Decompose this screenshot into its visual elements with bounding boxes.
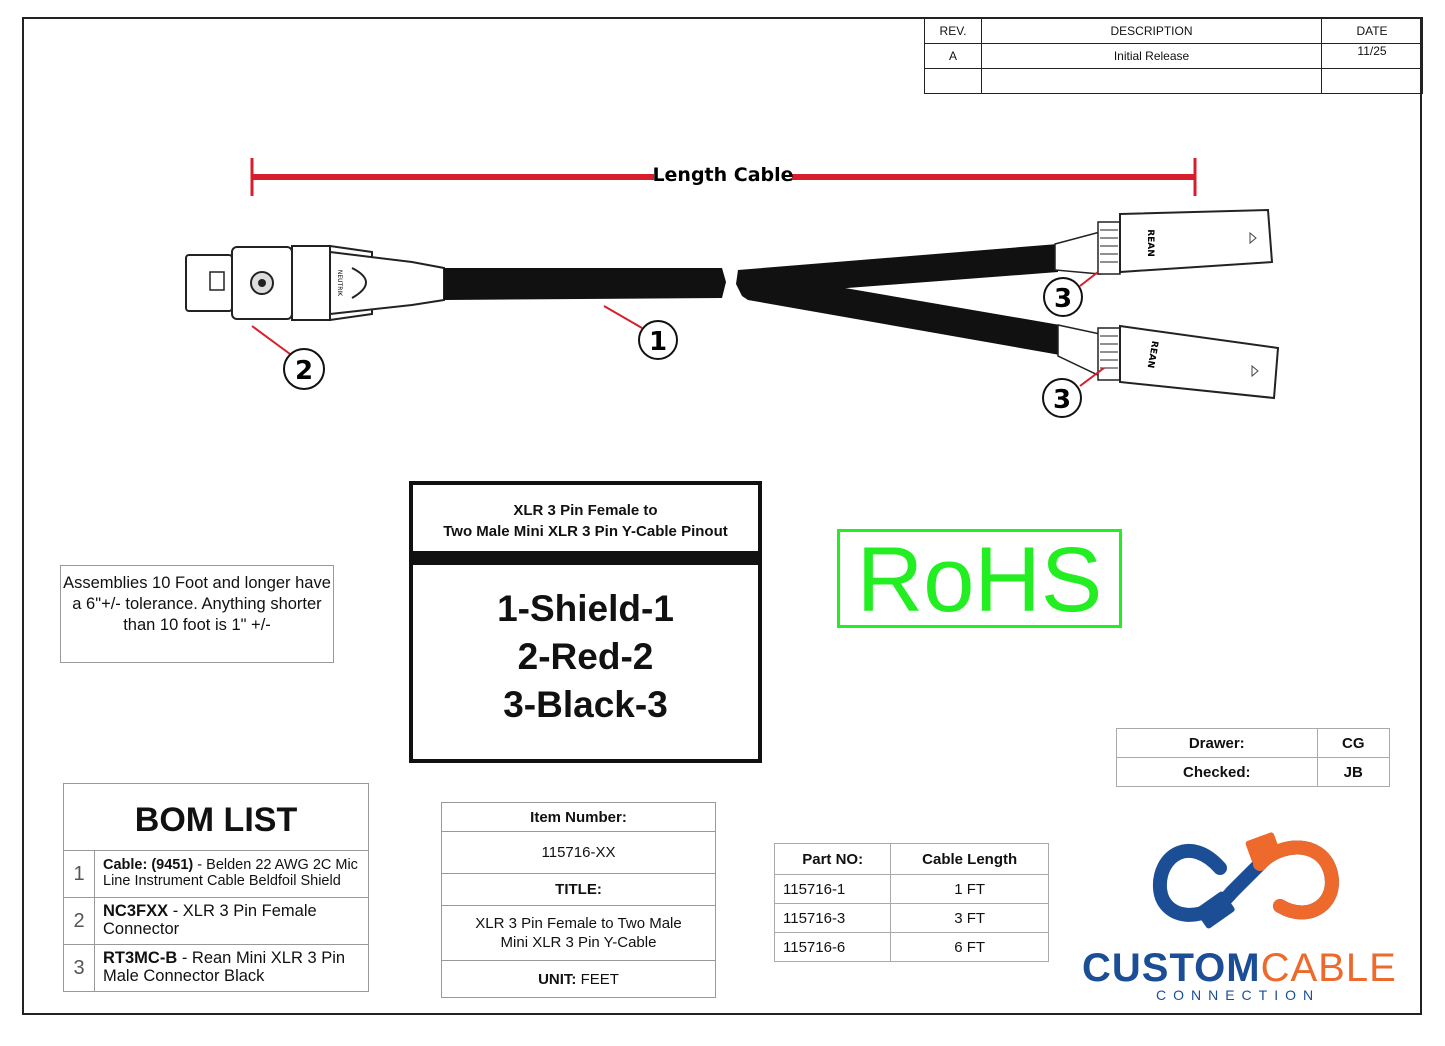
bom-title: BOM LIST bbox=[64, 784, 368, 851]
part-no: 115716-6 bbox=[773, 932, 892, 962]
part-number-table: Part NO: Cable Length 115716-1 1 FT 1157… bbox=[773, 843, 1049, 962]
part-no-header: Part NO: bbox=[773, 843, 892, 875]
part-no: 115716-1 bbox=[773, 874, 892, 904]
pinout-line: 1-Shield-1 bbox=[497, 588, 674, 629]
pinout-title: XLR 3 Pin Female to Two Male Mini XLR 3 … bbox=[413, 485, 758, 565]
length-dimension: Length Cable bbox=[250, 158, 1197, 196]
company-logo-icon bbox=[1152, 832, 1339, 929]
rean-label-upper: REAN bbox=[1145, 229, 1155, 257]
pinout-line: 3-Black-3 bbox=[503, 684, 668, 725]
bom-item: 2 NC3FXX - XLR 3 Pin Female Connector bbox=[64, 898, 368, 945]
bom-item: 1 Cable: (9451) - Belden 22 AWG 2C Mic L… bbox=[64, 851, 368, 898]
rev-empty bbox=[924, 68, 982, 94]
bom-item-desc: - XLR 3 Pin Female Connector bbox=[103, 902, 317, 938]
cable-length: 1 FT bbox=[890, 874, 1049, 904]
callout-2: 2 bbox=[283, 348, 325, 390]
callout-3-lower-label: 3 bbox=[1053, 385, 1071, 415]
checked-label: Checked: bbox=[1116, 757, 1318, 787]
bom-item-code: Cable: (9451) bbox=[103, 857, 194, 873]
cable-length-header: Cable Length bbox=[890, 843, 1049, 875]
callout-3-upper-label: 3 bbox=[1054, 284, 1072, 314]
bom-list: BOM LIST 1 Cable: (9451) - Belden 22 AWG… bbox=[63, 783, 369, 992]
signoff-table: Drawer: CG Checked: JB bbox=[1116, 728, 1390, 787]
bom-item-number: 2 bbox=[64, 898, 95, 944]
bom-item: 3 RT3MC-B - Rean Mini XLR 3 Pin Male Con… bbox=[64, 945, 368, 991]
bom-item-desc: - Belden 22 AWG 2C Mic Line Instrument C… bbox=[103, 857, 358, 889]
date-value: 11/25 bbox=[1321, 43, 1423, 69]
revision-table: REV. DESCRIPTION DATE A Initial Release … bbox=[924, 17, 1423, 94]
bom-item-text: RT3MC-B - Rean Mini XLR 3 Pin Male Conne… bbox=[95, 945, 368, 991]
pinout-box: XLR 3 Pin Female to Two Male Mini XLR 3 … bbox=[409, 481, 762, 763]
unit-label: UNIT: bbox=[538, 970, 577, 988]
pinout-line: 2-Red-2 bbox=[517, 636, 654, 677]
logo-word-cable: CABLE bbox=[1260, 946, 1397, 990]
table-row: 115716-3 3 FT bbox=[773, 903, 1049, 933]
split-cable-lower bbox=[742, 282, 1060, 355]
split-cable-upper bbox=[736, 244, 1058, 296]
male-connector-upper: REAN bbox=[1054, 208, 1274, 275]
bom-item-desc: - Rean Mini XLR 3 Pin Male Connector Bla… bbox=[103, 949, 346, 985]
pinout-title-line2: Two Male Mini XLR 3 Pin Y-Cable Pinout bbox=[443, 523, 728, 540]
female-brand-label: NEUTRIK bbox=[336, 270, 343, 297]
bom-item-number: 1 bbox=[64, 851, 95, 897]
description-header: DESCRIPTION bbox=[981, 17, 1322, 44]
title-block: Item Number: 115716-XX TITLE: XLR 3 Pin … bbox=[441, 802, 716, 998]
bom-item-number: 3 bbox=[64, 945, 95, 991]
tolerance-note: Assemblies 10 Foot and longer have a 6"+… bbox=[60, 565, 334, 663]
callout-3-upper: 3 bbox=[1043, 277, 1083, 317]
company-logo-subtitle: CONNECTION bbox=[1156, 987, 1321, 1003]
unit-value: FEET bbox=[576, 970, 619, 988]
drawing-border bbox=[22, 17, 1422, 1015]
main-cable bbox=[444, 268, 726, 300]
bom-item-code: RT3MC-B bbox=[103, 949, 178, 967]
cable-length: 3 FT bbox=[890, 903, 1049, 933]
part-no: 115716-3 bbox=[773, 903, 892, 933]
leader-lines bbox=[251, 271, 1105, 387]
pinout-list: 1-Shield-1 2-Red-2 3-Black-3 bbox=[413, 565, 758, 729]
callout-1-label: 1 bbox=[649, 327, 667, 357]
callout-2-label: 2 bbox=[295, 356, 313, 386]
date-header: DATE bbox=[1321, 17, 1423, 44]
cable-diagram: Length Cable NEUTRIK REAN bbox=[185, 158, 1280, 418]
unit-row: UNIT: FEET bbox=[442, 961, 715, 997]
rean-label-lower: REAN bbox=[1145, 340, 1160, 369]
drawer-label: Drawer: bbox=[1116, 728, 1318, 758]
cable-length: 6 FT bbox=[890, 932, 1049, 962]
title-value: XLR 3 Pin Female to Two Male Mini XLR 3 … bbox=[442, 906, 715, 961]
rohs-badge: RoHS bbox=[837, 529, 1122, 628]
title-label: TITLE: bbox=[442, 874, 715, 906]
logo-word-custom: CUSTOM bbox=[1082, 946, 1261, 990]
item-number-value: 115716-XX bbox=[442, 832, 715, 874]
callout-1: 1 bbox=[638, 320, 678, 360]
bom-item-text: NC3FXX - XLR 3 Pin Female Connector bbox=[95, 898, 368, 944]
date-empty bbox=[1321, 68, 1423, 94]
male-connector-lower: REAN bbox=[1057, 324, 1280, 400]
bom-item-text: Cable: (9451) - Belden 22 AWG 2C Mic Lin… bbox=[95, 851, 368, 897]
company-logo-text: CUSTOMCABLE bbox=[1082, 946, 1397, 991]
female-xlr-connector: NEUTRIK bbox=[185, 244, 445, 322]
item-number-label: Item Number: bbox=[442, 803, 715, 832]
bom-item-code: NC3FXX bbox=[103, 902, 169, 920]
drawer-value: CG bbox=[1316, 728, 1390, 758]
length-cable-label: Length Cable bbox=[652, 164, 793, 186]
table-row: 115716-6 6 FT bbox=[773, 932, 1049, 962]
table-row: 115716-1 1 FT bbox=[773, 874, 1049, 904]
checked-value: JB bbox=[1316, 757, 1390, 787]
callout-3-lower: 3 bbox=[1042, 378, 1082, 418]
pinout-title-line1: XLR 3 Pin Female to bbox=[513, 502, 658, 519]
